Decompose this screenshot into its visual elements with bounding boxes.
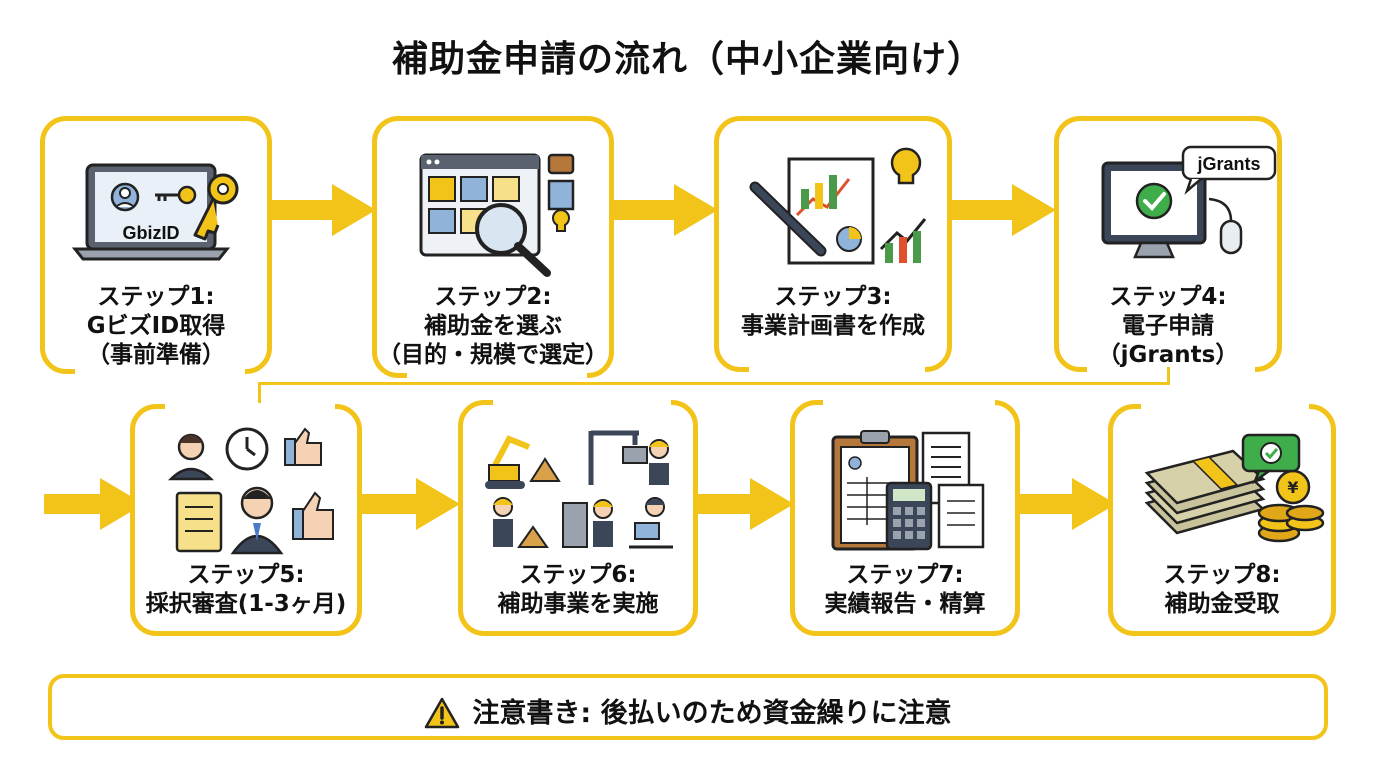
step-3-card: ステップ3: 事業計画書を作成 bbox=[714, 116, 952, 373]
step-8-card: ¥ ステップ8: 補助金受取 bbox=[1108, 403, 1336, 636]
page-title: 補助金申請の流れ（中小企業向け） bbox=[391, 39, 984, 80]
step-1-label-2: GビズID取得 bbox=[86, 313, 226, 339]
step-4-label-2: 電子申請 bbox=[1122, 313, 1214, 339]
step-7-label-1: ステップ7: bbox=[846, 562, 964, 588]
notice-text: 注意書き: 後払いのため資金繰りに注意 bbox=[472, 698, 952, 729]
step-1-label-3: （事前準備） bbox=[87, 342, 225, 368]
step-4-card: jGrants ステップ4: 電子申請 （jGrants） bbox=[1054, 116, 1282, 373]
step-1-card: GbizID ステップ1: GビズID取得 （事前準備） bbox=[40, 116, 272, 375]
step-7-label-2: 実績報告・精算 bbox=[824, 591, 986, 617]
svg-text:¥: ¥ bbox=[1287, 478, 1298, 497]
arrow-right-icon bbox=[44, 478, 144, 530]
arrow-right-icon bbox=[272, 184, 376, 236]
step-4-label-3: （jGrants） bbox=[1097, 342, 1239, 368]
step-6-card: ステップ6: 補助事業を実施 bbox=[458, 399, 698, 636]
step-6-label-2: 補助事業を実施 bbox=[497, 591, 659, 617]
step-2-label-1: ステップ2: bbox=[434, 284, 552, 310]
arrow-right-icon bbox=[612, 184, 718, 236]
browser-magnifier-icon bbox=[377, 135, 609, 277]
report-calculator-icon bbox=[795, 419, 1015, 559]
review-icon bbox=[135, 419, 357, 559]
step-5-label-2: 採択審査(1-3ヶ月) bbox=[145, 591, 347, 617]
row-connector-right bbox=[1167, 367, 1170, 385]
computer-check-icon: jGrants bbox=[1059, 135, 1277, 275]
step-2-label-3: （目的・規模で選定） bbox=[378, 342, 608, 368]
warning-icon bbox=[424, 697, 460, 729]
step-7-card: ステップ7: 実績報告・精算 bbox=[790, 399, 1020, 636]
step-6-label-1: ステップ6: bbox=[519, 562, 637, 588]
step-8-label-1: ステップ8: bbox=[1163, 562, 1281, 588]
jgrants-bubble-text: jGrants bbox=[1196, 154, 1260, 174]
arrow-right-icon bbox=[950, 184, 1056, 236]
money-receive-icon: ¥ bbox=[1113, 417, 1331, 557]
row-connector-left bbox=[258, 382, 261, 404]
step-3-label-2: 事業計画書を作成 bbox=[741, 313, 925, 339]
step-5-card: ステップ5: 採択審査(1-3ヶ月) bbox=[130, 403, 362, 636]
arrow-right-icon bbox=[1020, 478, 1116, 530]
step-5-label-1: ステップ5: bbox=[187, 562, 305, 588]
step-2-label-2: 補助金を選ぶ bbox=[424, 313, 562, 339]
arrow-right-icon bbox=[362, 478, 460, 530]
step-4-label-1: ステップ4: bbox=[1109, 284, 1227, 310]
arrow-right-icon bbox=[698, 478, 794, 530]
gbizid-screen-text: GbizID bbox=[123, 223, 180, 243]
step-1-label-1: ステップ1: bbox=[97, 284, 215, 310]
construction-work-icon bbox=[463, 419, 693, 559]
step-8-label-2: 補助金受取 bbox=[1164, 591, 1280, 617]
laptop-key-icon: GbizID bbox=[45, 135, 267, 275]
step-3-label-1: ステップ3: bbox=[774, 284, 892, 310]
step-2-card: ステップ2: 補助金を選ぶ （目的・規模で選定） bbox=[372, 116, 614, 379]
business-plan-icon bbox=[719, 135, 947, 275]
notice-box: 注意書き: 後払いのため資金繰りに注意 bbox=[48, 674, 1328, 740]
row-connector bbox=[258, 382, 1170, 385]
